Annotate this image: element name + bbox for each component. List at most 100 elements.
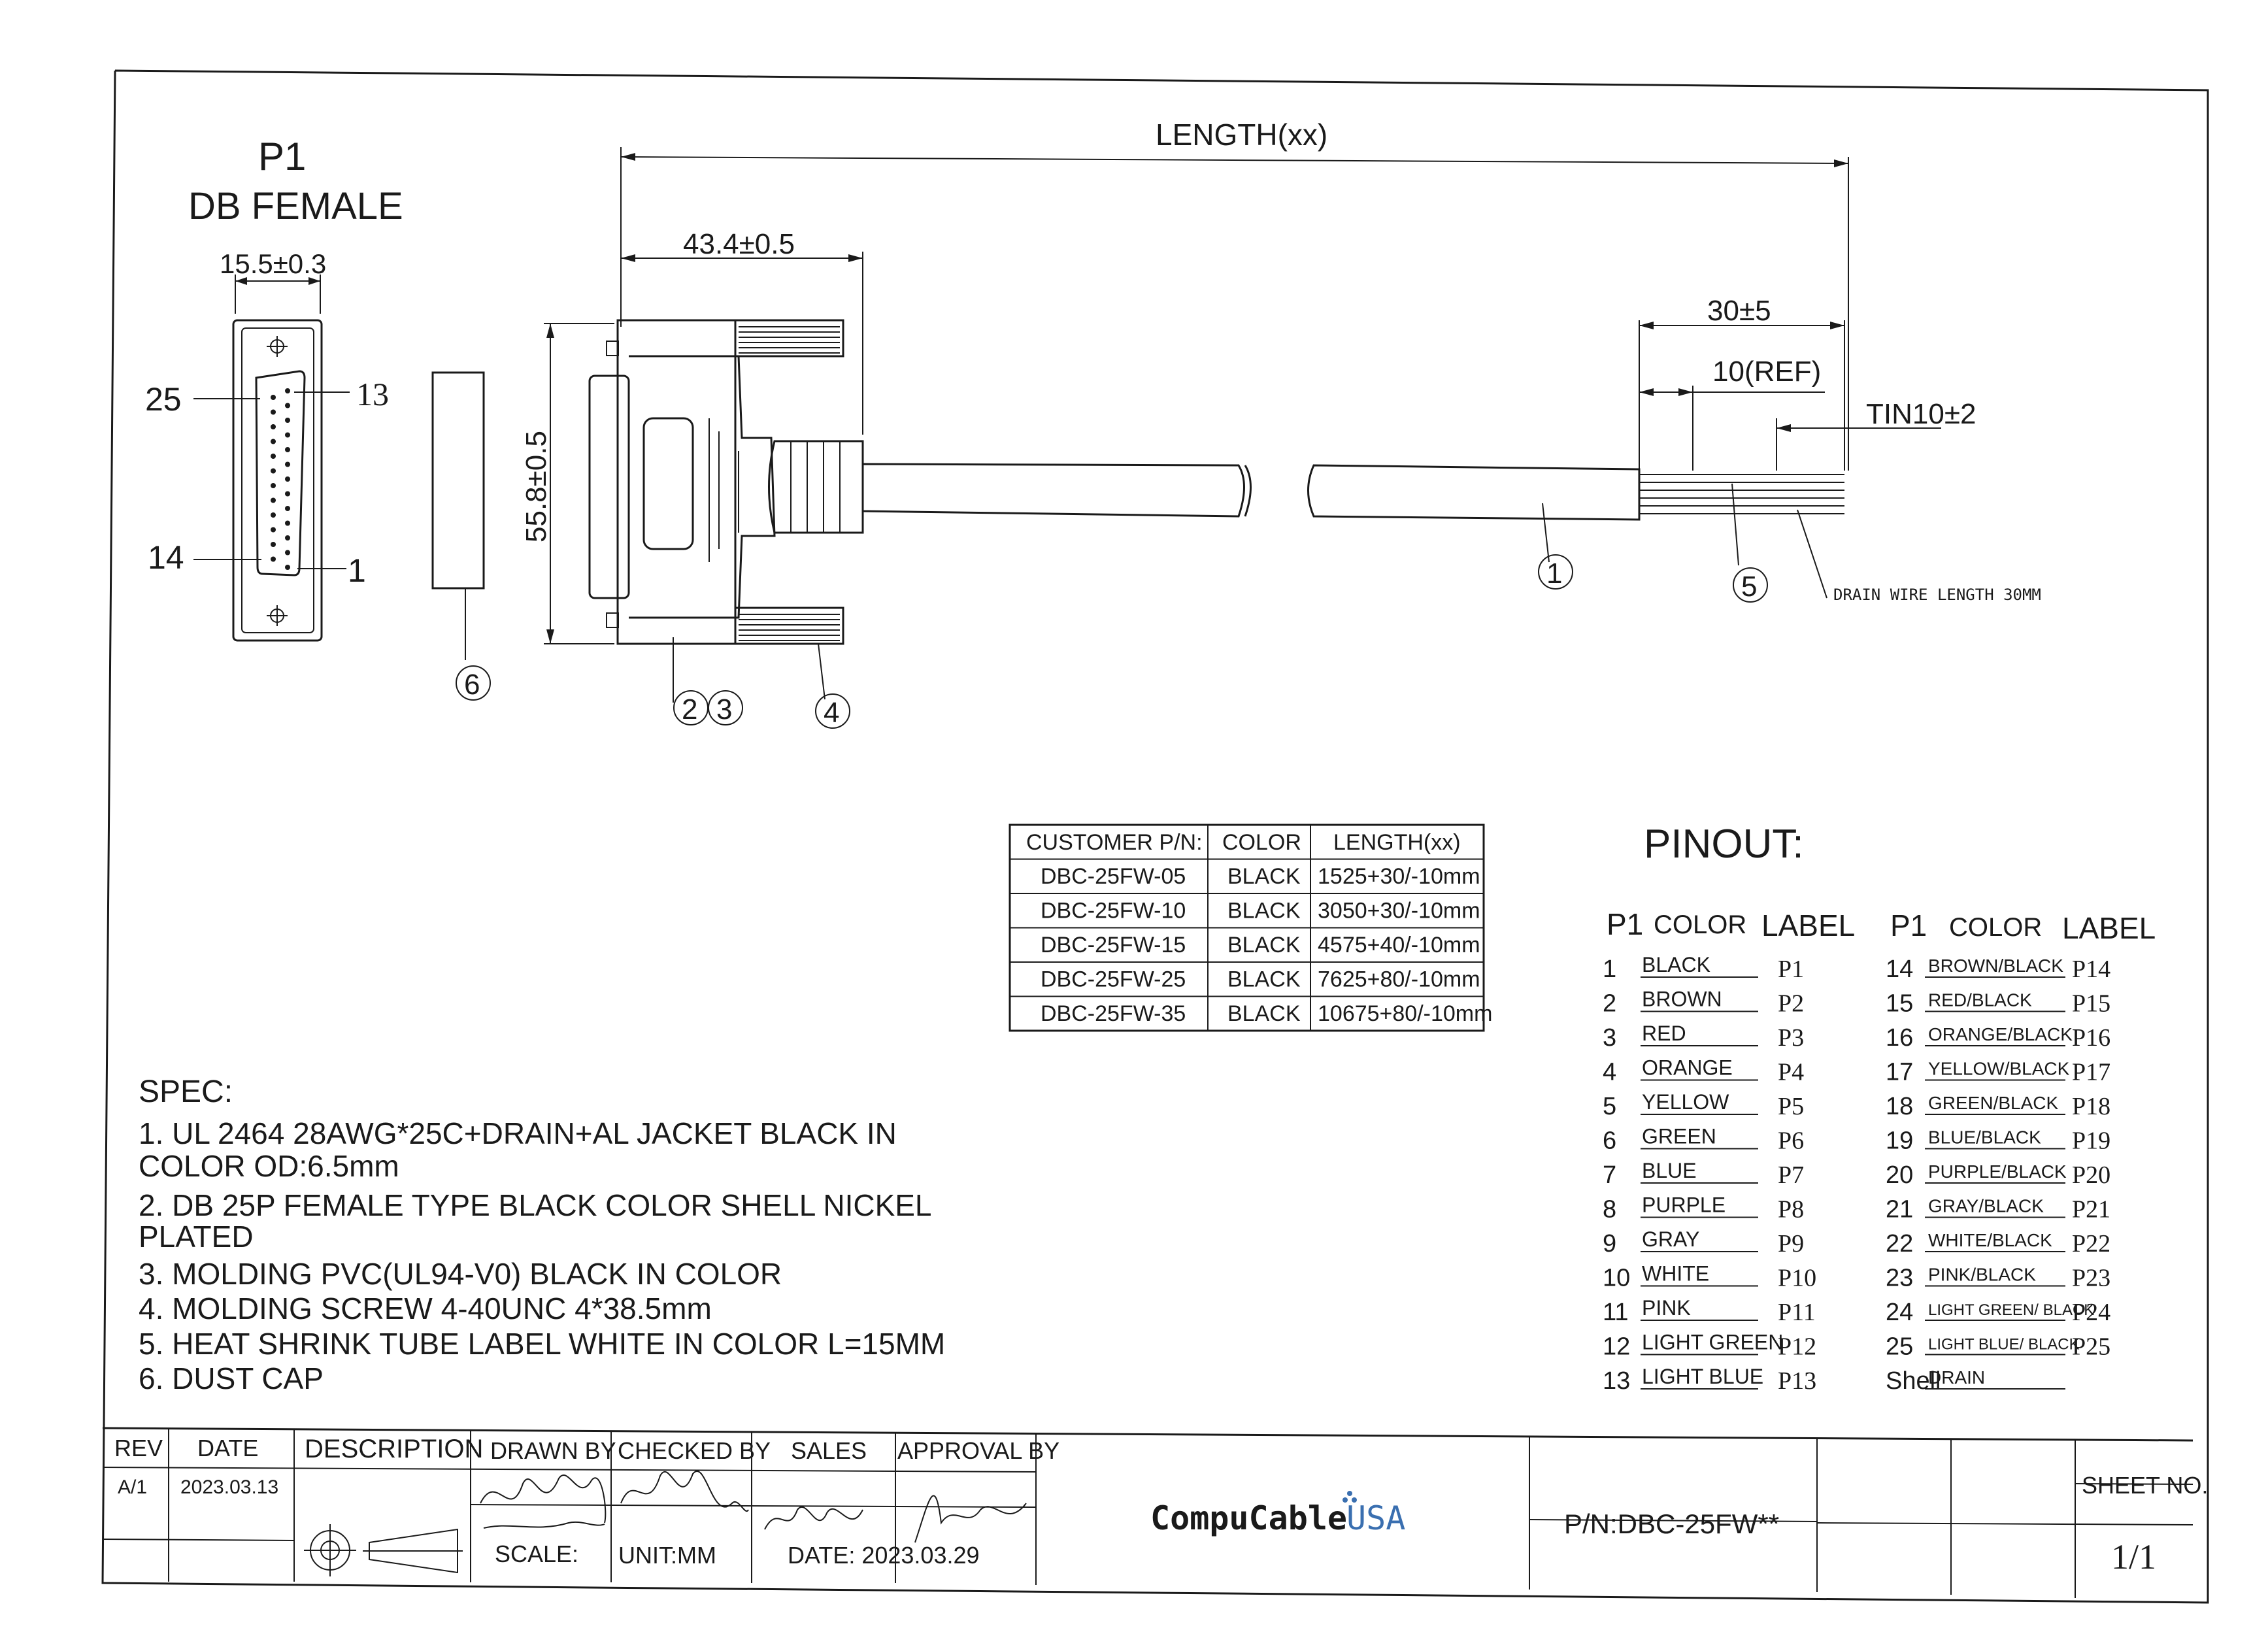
wire-color: PINK bbox=[1642, 1296, 1691, 1320]
table-cell: DBC-25FW-05 bbox=[1041, 864, 1186, 889]
pin-label: P23 bbox=[2072, 1265, 2110, 1292]
table-cell: DBC-25FW-15 bbox=[1041, 933, 1186, 958]
pin-number: 14 bbox=[1886, 956, 1913, 983]
pin-hole bbox=[285, 506, 290, 511]
table-cell: BLACK bbox=[1227, 1001, 1301, 1026]
pin-hole bbox=[271, 454, 276, 459]
wire-color: LIGHT BLUE/ BLACK bbox=[1928, 1336, 2080, 1354]
pinout-header-color-right: COLOR bbox=[1949, 913, 2042, 942]
brand-name: CompuCable bbox=[1150, 1499, 1347, 1537]
spec-line: 3. MOLDING PVC(UL94-V0) BLACK IN COLOR bbox=[139, 1257, 782, 1291]
pin-number: 2 bbox=[1603, 990, 1616, 1018]
pin-label-25: 25 bbox=[145, 381, 182, 418]
pin-number: 12 bbox=[1603, 1333, 1630, 1361]
tb-rev-label: REV bbox=[114, 1435, 163, 1461]
pin-hole bbox=[285, 550, 290, 556]
connector-side-view: LENGTH(xx) 43.4±0.5 55.8±0.5 bbox=[520, 118, 1849, 729]
pin-number: 8 bbox=[1603, 1196, 1616, 1224]
wire-color: PURPLE/BLACK bbox=[1928, 1161, 2067, 1182]
pin-label-13: 13 bbox=[356, 376, 389, 412]
pin-hole bbox=[271, 556, 276, 562]
wire-color: PURPLE bbox=[1642, 1193, 1726, 1217]
pin-hole bbox=[271, 542, 276, 547]
pin-number: 10 bbox=[1603, 1265, 1630, 1292]
pin-hole bbox=[285, 520, 290, 526]
pin-label: P4 bbox=[1778, 1059, 1804, 1086]
pin-hole bbox=[271, 439, 276, 444]
compucable-logo: CompuCable USA bbox=[1150, 1491, 1405, 1537]
pin-hole bbox=[271, 497, 276, 503]
spec-line: 1. UL 2464 28AWG*25C+DRAIN+AL JACKET BLA… bbox=[139, 1116, 897, 1150]
pin-label: P22 bbox=[2072, 1230, 2110, 1257]
p1-title: P1 bbox=[258, 135, 306, 178]
pin-label: P1 bbox=[1778, 956, 1804, 983]
pin-hole bbox=[271, 527, 276, 533]
wire-color: GREEN bbox=[1642, 1125, 1716, 1148]
pin-label: P15 bbox=[2072, 990, 2110, 1018]
dust-cap: 6 bbox=[431, 371, 491, 701]
pin-label: P17 bbox=[2072, 1059, 2110, 1086]
drawing-border bbox=[101, 69, 2209, 1604]
wire-color: LIGHT GREEN/ BLACK bbox=[1928, 1301, 2094, 1319]
pin-number: 17 bbox=[1886, 1059, 1913, 1086]
pin-hole bbox=[285, 418, 290, 423]
table-cell: 7625+80/-10mm bbox=[1318, 967, 1480, 992]
brand-usa: USA bbox=[1346, 1499, 1405, 1537]
callout-5: 5 bbox=[1741, 571, 1757, 603]
wire-color: YELLOW bbox=[1642, 1090, 1729, 1114]
spec-line: PLATED bbox=[139, 1220, 254, 1254]
wire-color: RED/BLACK bbox=[1928, 990, 2032, 1010]
dim-height: 55.8±0.5 bbox=[520, 431, 552, 542]
pin-number: 6 bbox=[1603, 1127, 1616, 1155]
wire-color: YELLOW/BLACK bbox=[1928, 1059, 2070, 1079]
pinout-header-label-left: LABEL bbox=[1761, 908, 1855, 942]
tb-unit: UNIT:MM bbox=[618, 1542, 716, 1569]
table-cell: 4575+40/-10mm bbox=[1318, 933, 1480, 958]
pin-hole bbox=[285, 565, 290, 570]
pin-label: P7 bbox=[1778, 1161, 1804, 1189]
spec-line: 4. MOLDING SCREW 4-40UNC 4*38.5mm bbox=[139, 1291, 712, 1325]
drain-note: DRAIN WIRE LENGTH 30MM bbox=[1833, 586, 2041, 604]
wire-color: GRAY bbox=[1642, 1227, 1699, 1251]
pin-number: 4 bbox=[1603, 1059, 1616, 1086]
third-angle-projection-icon bbox=[304, 1524, 463, 1576]
tb-date-label: DATE bbox=[197, 1435, 258, 1461]
spec-line: 2. DB 25P FEMALE TYPE BLACK COLOR SHELL … bbox=[139, 1188, 932, 1222]
pin-number: 9 bbox=[1603, 1230, 1616, 1257]
tb-sheet-label: SHEET NO. bbox=[2082, 1472, 2208, 1499]
pin-number: 1 bbox=[1603, 956, 1616, 983]
tb-part-number: P/N:DBC-25FW** bbox=[1564, 1508, 1779, 1539]
pin-label: P3 bbox=[1778, 1024, 1804, 1052]
customer-pn-table: CUSTOMER P/N: COLOR LENGTH(xx) DBC-25FW-… bbox=[1009, 824, 1492, 1032]
pin-label-1: 1 bbox=[348, 552, 366, 589]
pin-hole bbox=[285, 388, 290, 393]
pinout-header-label-right: LABEL bbox=[2062, 911, 2156, 945]
table-header-color: COLOR bbox=[1222, 830, 1301, 855]
wire-color: PINK/BLACK bbox=[1928, 1265, 2036, 1285]
pin-label: P20 bbox=[2072, 1161, 2110, 1189]
pin-hole bbox=[285, 461, 290, 467]
pin-label: P14 bbox=[2072, 956, 2110, 983]
spec-section: SPEC: 1. UL 2464 28AWG*25C+DRAIN+AL JACK… bbox=[139, 1074, 945, 1395]
table-header-length: LENGTH(xx) bbox=[1333, 830, 1461, 855]
pin-hole bbox=[271, 512, 276, 518]
spec-line: 5. HEAT SHRINK TUBE LABEL WHITE IN COLOR… bbox=[139, 1327, 945, 1361]
pin-hole bbox=[285, 403, 290, 408]
pin-label: P5 bbox=[1778, 1093, 1804, 1120]
table-cell: DBC-25FW-25 bbox=[1041, 967, 1186, 992]
pin-hole bbox=[271, 395, 276, 400]
spec-title: SPEC: bbox=[139, 1074, 233, 1109]
signature-marks bbox=[480, 1471, 1027, 1543]
table-cell: 3050+30/-10mm bbox=[1318, 899, 1480, 924]
pin-label: P8 bbox=[1778, 1196, 1804, 1224]
table-cell: BLACK bbox=[1227, 967, 1301, 992]
pinout-title: PINOUT: bbox=[1644, 822, 1804, 867]
pin-number: 18 bbox=[1886, 1093, 1913, 1120]
stripped-wires bbox=[1639, 474, 1844, 514]
wire-color: WHITE bbox=[1642, 1262, 1709, 1286]
callout-6: 6 bbox=[464, 669, 480, 701]
dim-width: 15.5±0.3 bbox=[220, 248, 326, 279]
wire-color: LIGHT GREEN bbox=[1642, 1331, 1783, 1354]
pin-number: 20 bbox=[1886, 1161, 1913, 1189]
